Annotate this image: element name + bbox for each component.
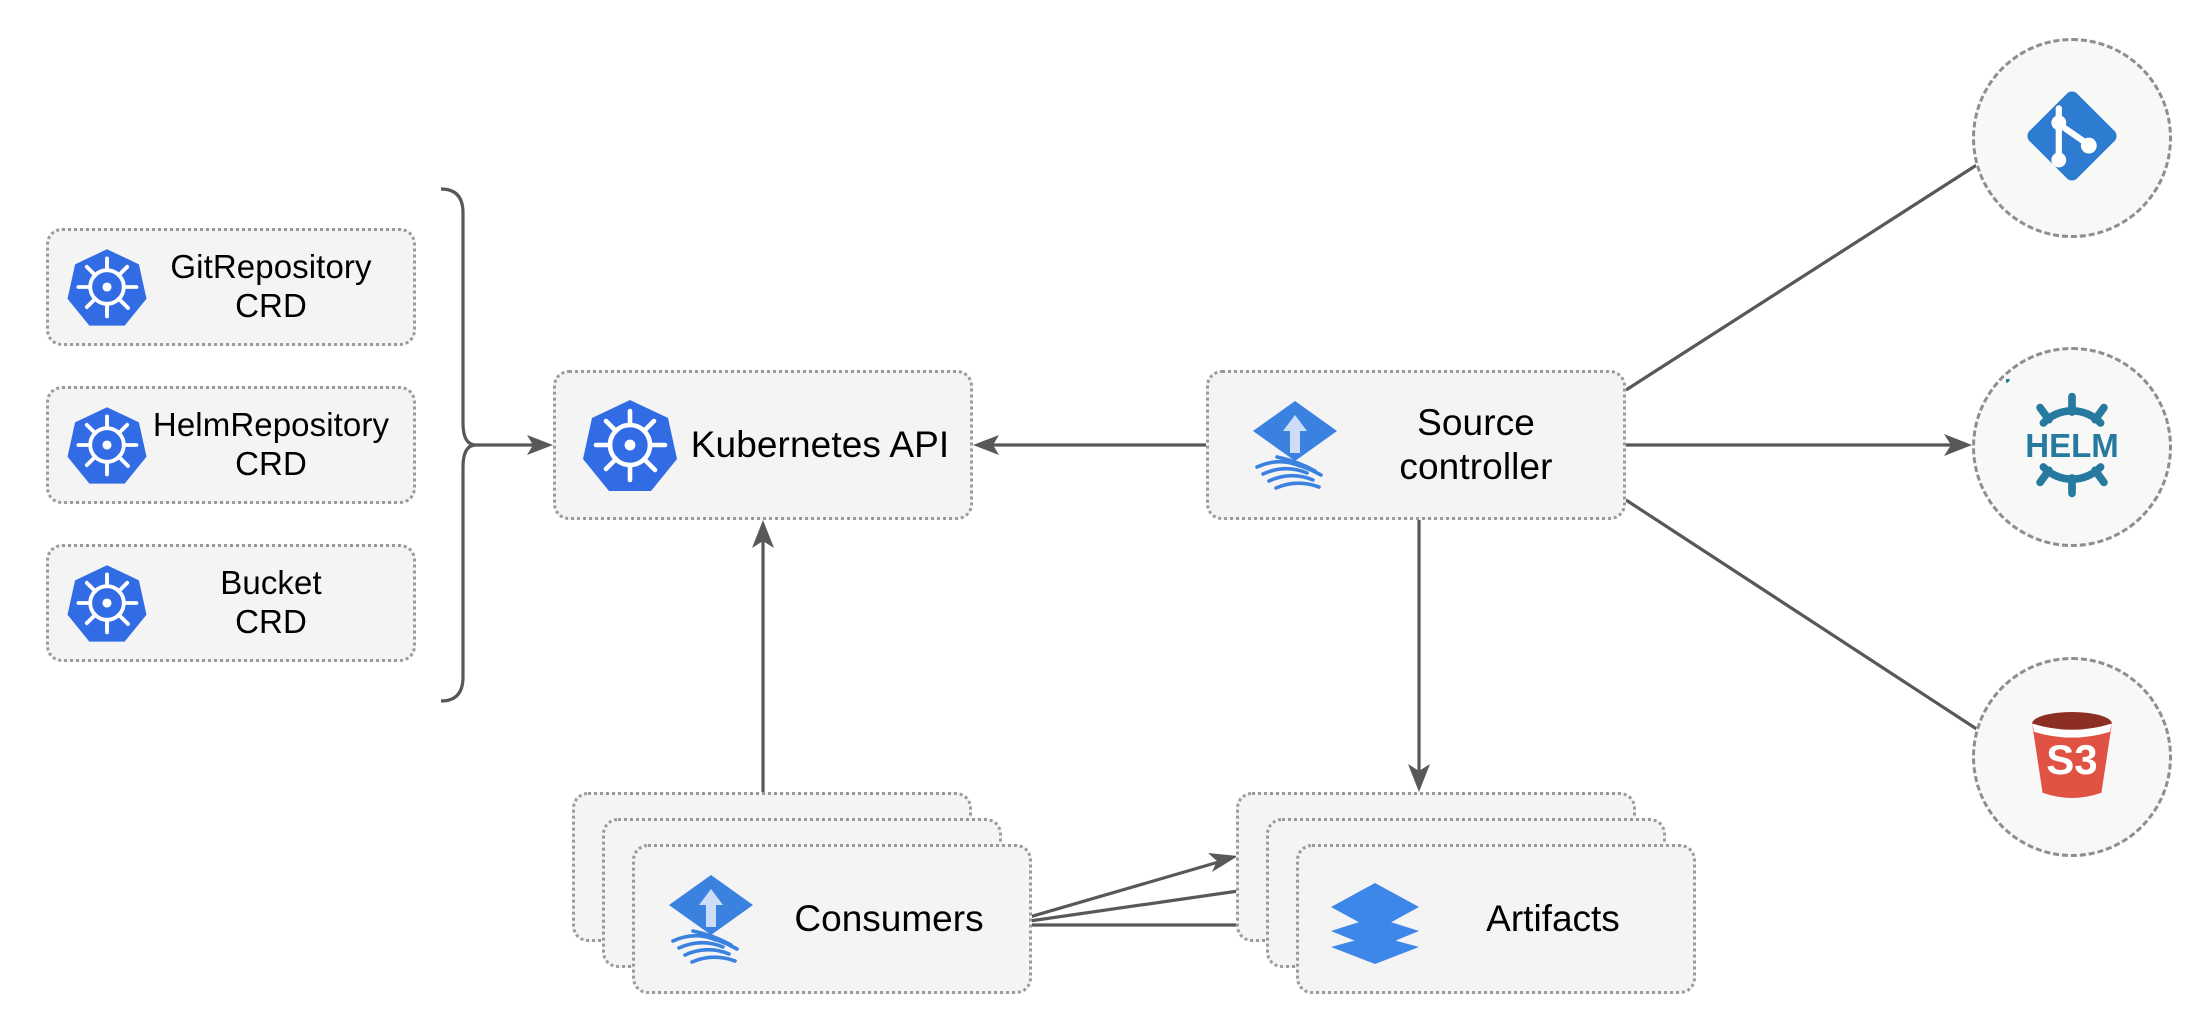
kubernetes-icon [65,403,149,487]
crd-card-helmrepository[interactable]: HelmRepository CRD [46,386,416,504]
node-source-controller[interactable]: Source controller [1206,370,1626,520]
crd-card-label: Bucket CRD [220,564,322,640]
node-label: Artifacts [1486,898,1620,939]
node-artifacts[interactable]: Artifacts [1236,792,1706,1002]
helm-icon: HELM [2002,374,2138,516]
crd-card-label: HelmRepository CRD [152,406,390,482]
edge-sourcecontroller-to-git [1625,141,2014,392]
helm-label: HELM [2025,427,2119,464]
stack-layer-front[interactable]: Consumers [632,844,1032,994]
edge-sourcecontroller-to-s3 [1625,498,2012,752]
stack-layer-front[interactable]: Artifacts [1296,844,1696,994]
node-label: Kubernetes API [690,424,950,466]
edge-sourcecontroller-to-artifacts [1408,520,1430,792]
external-node-helm[interactable]: HELM [1972,347,2172,547]
kubernetes-icon [580,395,680,495]
external-node-s3[interactable]: S3 [1972,657,2172,857]
node-consumers[interactable]: Consumers [572,792,1042,1002]
crd-card-gitrepository[interactable]: GitRepository CRD [46,228,416,346]
crd-group-bracket [440,187,477,703]
edge-sourcecontroller-to-helm [1626,434,1972,456]
flux-icon [1245,395,1345,495]
kubernetes-icon [65,245,149,329]
node-kubernetes-api[interactable]: Kubernetes API [553,370,973,520]
node-label: Consumers [794,898,984,939]
crd-card-bucket[interactable]: Bucket CRD [46,544,416,662]
edge-consumers-to-k8sapi [752,520,774,792]
crd-card-label: GitRepository CRD [170,248,372,324]
flux-icon [661,869,761,969]
kubernetes-icon [65,561,149,645]
node-label: Source controller [1399,402,1553,487]
git-icon [2012,76,2132,201]
layers-icon [1325,869,1425,969]
s3-icon: S3 [2009,692,2135,823]
svg-text:S3: S3 [2046,735,2097,782]
edge-sourcecontroller-to-k8sapi [973,435,1206,455]
external-node-git[interactable] [1972,38,2172,238]
edge-crds-to-k8sapi [476,435,553,455]
